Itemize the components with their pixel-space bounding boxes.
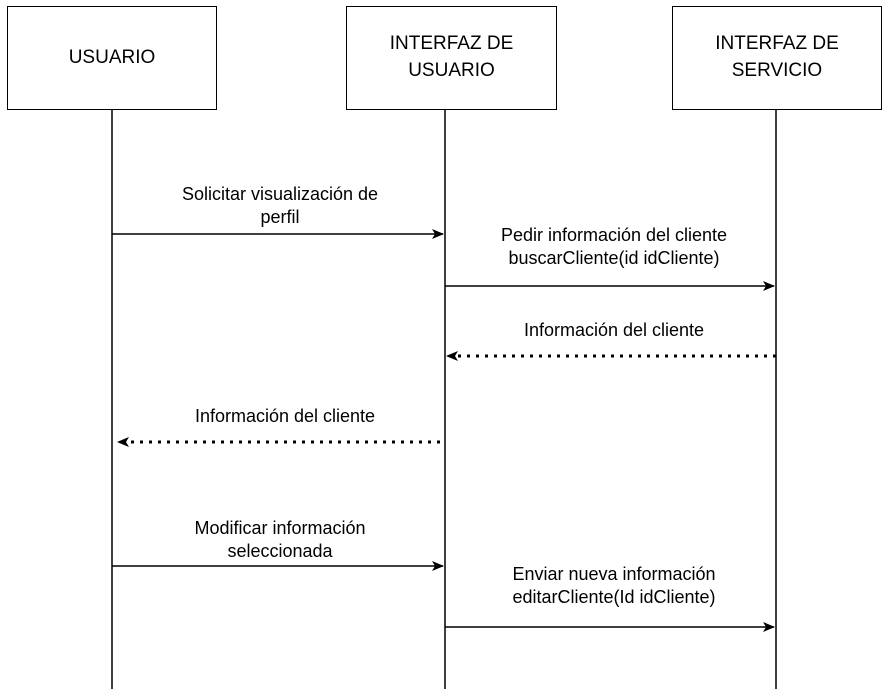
participant-interfaz-usuario: INTERFAZ DE USUARIO [346,6,557,110]
participant-label: INTERFAZ DE USUARIO [389,33,514,81]
participant-usuario: USUARIO [7,6,217,110]
message-label: Información del cliente [194,406,376,426]
message-label: Modificar información seleccionada [194,518,366,562]
participant-interfaz-servicio: INTERFAZ DE SERVICIO [672,6,882,110]
participant-label: INTERFAZ DE SERVICIO [715,33,839,81]
message-label: Enviar nueva información editarCliente(I… [512,564,716,608]
participant-label: USUARIO [68,46,156,68]
message-label: Información del cliente [523,320,705,340]
message-label: Solicitar visualización de perfil [181,184,379,228]
message-label: Pedir información del cliente buscarClie… [500,225,728,269]
